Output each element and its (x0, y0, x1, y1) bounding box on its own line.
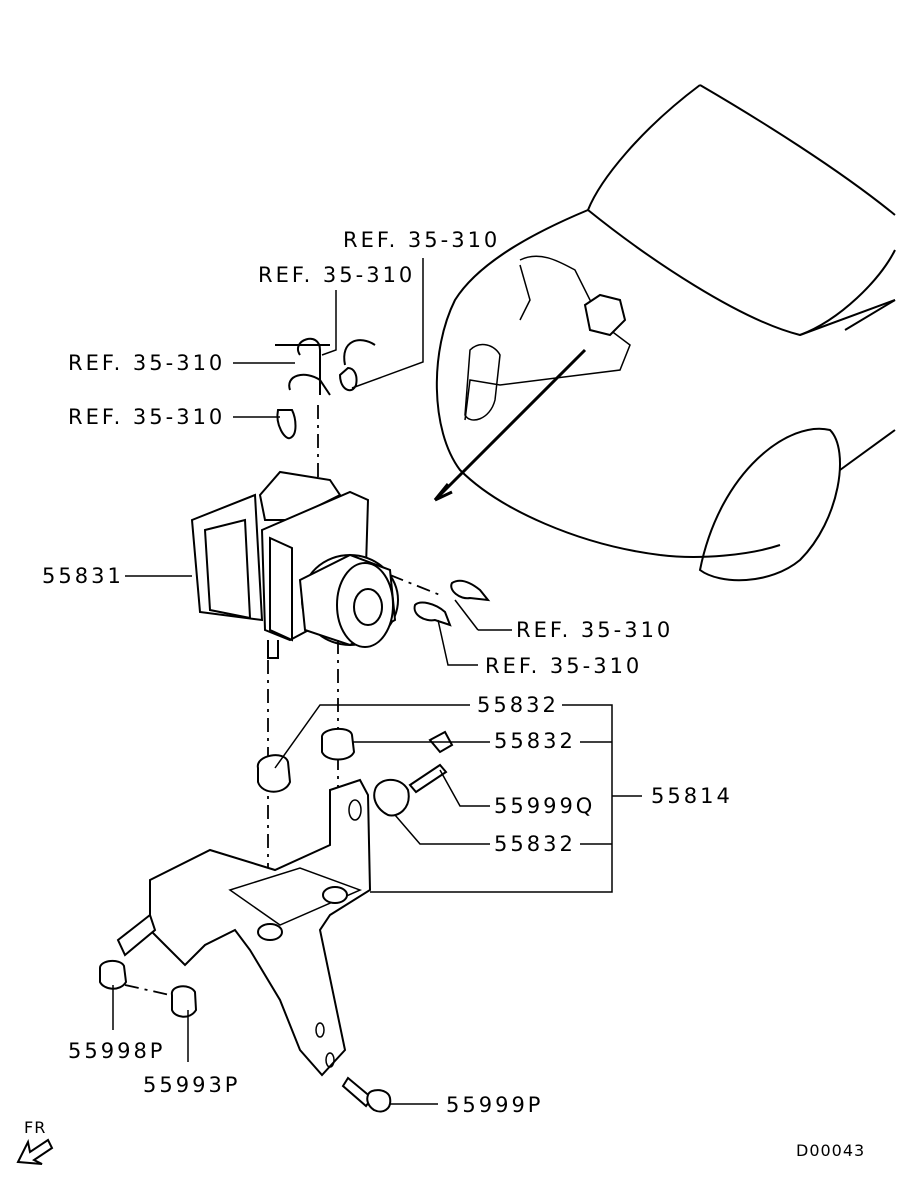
callout-bolt-99p: 55999P (446, 1093, 544, 1117)
callout-ref-left-upper: REF. 35-310 (68, 351, 226, 375)
callout-insulator-2: 55832 (494, 729, 576, 753)
callout-ref-left-lower: REF. 35-310 (68, 405, 226, 429)
insulators (256, 640, 454, 920)
callout-hydraulic-unit: 55831 (42, 564, 124, 588)
brake-pipes (275, 337, 376, 495)
callout-ref-right-lower: REF. 35-310 (485, 654, 643, 678)
callout-bracket-assembly: 55814 (651, 784, 733, 808)
callout-insulator-3: 55832 (494, 832, 576, 856)
callout-ref-right-upper: REF. 35-310 (516, 618, 674, 642)
vehicle-outline (433, 84, 896, 582)
callout-nut-p: 55998P (68, 1039, 166, 1063)
diagram-code: D00043 (796, 1141, 866, 1160)
bracket (116, 778, 372, 1077)
direction-label: FR (24, 1118, 47, 1137)
abs-hydraulic-unit (190, 470, 441, 659)
callout-bolt-q: 55999Q (494, 794, 596, 818)
leader-lines (112, 258, 642, 1105)
fasteners (99, 960, 392, 1113)
callout-ref-top: REF. 35-310 (343, 228, 501, 252)
front-direction-arrow-icon (16, 1138, 54, 1165)
callout-insulator-1: 55832 (477, 693, 559, 717)
ref-connectors-right (413, 579, 491, 627)
callout-ref-second: REF. 35-310 (258, 263, 416, 287)
callout-bolt-93p: 55993P (143, 1073, 241, 1097)
